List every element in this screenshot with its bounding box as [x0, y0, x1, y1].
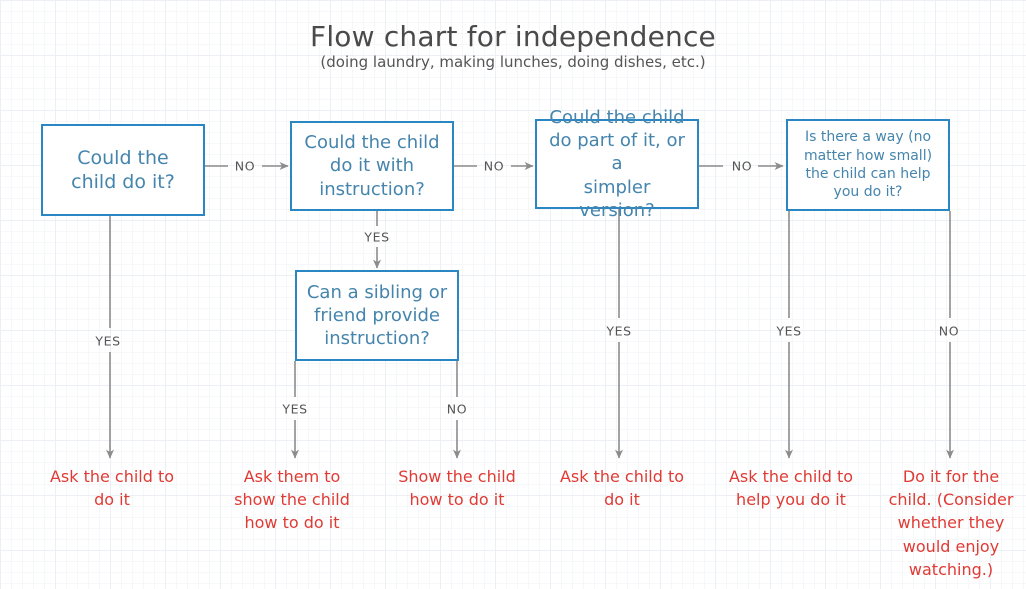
page-subtitle: (doing laundry, making lunches, doing di… [320, 53, 706, 71]
node-text-line: simpler version? [579, 176, 655, 221]
outcome-ask-the-child-to-help-you-do-it: Ask the child to help you do it [701, 465, 881, 511]
edge-label-q2-yes: YES [364, 229, 390, 245]
edge-label-q3-no: NO [731, 158, 753, 174]
node-could-the-child-do-part-of-it[interactable]: Could the child do part of it, or a simp… [535, 107, 699, 221]
outcome-text-line: do it [94, 490, 130, 510]
node-text-line: child do it? [71, 171, 175, 193]
outcome-show-the-child-how-to-do-it: Show the child how to do it [370, 465, 545, 511]
outcome-text-line: how to do it [244, 513, 340, 533]
node-text-line: instruction? [319, 178, 425, 200]
outcome-text-line: whether they [897, 513, 1005, 533]
node-is-there-a-way-child-can-help[interactable]: Is there a way (no matter how small) the… [786, 119, 950, 211]
outcome-text-line: watching.) [908, 559, 994, 579]
outcome-ask-the-child-to-do-it: Ask the child to do it [17, 465, 207, 511]
outcome-text-line: Do it for the [902, 467, 1000, 486]
page-title: Flow chart for independence [310, 20, 716, 53]
node-text-line: do part of it, or a [549, 130, 685, 175]
node-text-line: instruction? [324, 328, 430, 350]
node-can-a-sibling-or-friend-provide-instruction[interactable]: Can a sibling or friend provide instruct… [295, 270, 459, 361]
outcome-text-line: help you do it [736, 490, 846, 510]
outcome-text-line: how to do it [409, 490, 505, 510]
node-text-line: Could the child [304, 132, 440, 154]
outcome-text-line: child. (Consider [888, 490, 1014, 510]
node-text-line: the child can help [805, 166, 931, 182]
outcome-text-line: Ask the child to [49, 467, 175, 486]
node-text-line: matter how small) [803, 147, 933, 164]
node-could-the-child-do-it[interactable]: Could the child do it? [41, 124, 205, 216]
edge-label-q2-no: NO [483, 158, 505, 174]
node-text-line: you do it? [833, 184, 903, 201]
edge-label-q1-yes: YES [95, 333, 121, 349]
outcome-text-line: show the child [234, 490, 350, 510]
outcome-text-line: do it [604, 490, 640, 510]
outcome-text-line: Ask the child to [728, 467, 854, 486]
node-text-line: Can a sibling or [306, 281, 448, 303]
node-could-the-child-do-it-with-instruction[interactable]: Could the child do it with instruction? [290, 121, 454, 211]
edge-label-q4-yes: YES [776, 323, 802, 339]
node-text-line: Could the [77, 146, 169, 169]
node-text-line: do it with [329, 155, 415, 177]
outcome-ask-the-child-to-do-it-simpler: Ask the child to do it [530, 465, 715, 511]
outcome-text-line: Ask them to [243, 467, 341, 486]
node-text-line: Could the child [549, 107, 685, 129]
node-text-line: friend provide [314, 304, 440, 326]
node-text-line: Is there a way (no [804, 129, 932, 146]
edge-label-q4-no: NO [938, 323, 960, 339]
edge-label-q3-yes: YES [606, 323, 632, 339]
outcome-do-it-for-the-child: Do it for the child. (Consider whether t… [876, 465, 1026, 581]
edge-label-q1-no: NO [234, 158, 256, 174]
edge-label-q5-yes: YES [282, 401, 308, 417]
outcome-text-line: would enjoy [902, 536, 1000, 556]
outcome-ask-them-to-show-the-child: Ask them to show the child how to do it [207, 465, 377, 535]
outcome-text-line: Show the child [398, 467, 516, 486]
edge-label-q5-no: NO [446, 401, 468, 417]
outcome-text-line: Ask the child to [559, 467, 685, 486]
